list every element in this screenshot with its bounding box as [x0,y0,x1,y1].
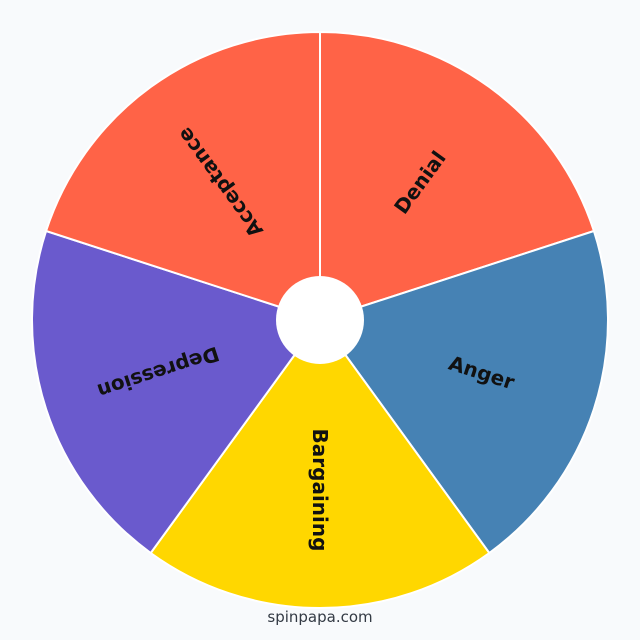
site-footer-text: spinpapa.com [267,608,373,626]
wheel-segment-denial[interactable] [319,30,596,322]
wheel-label-bargaining: Bargaining [308,429,332,552]
wheel-segment-anger[interactable] [318,229,609,555]
wheel-segments[interactable] [31,30,609,609]
wheel-segment-bargaining[interactable] [149,318,491,609]
wheel-segment-acceptance[interactable] [44,30,321,322]
wheel-segment-depression[interactable] [31,229,322,555]
wheel-hub[interactable] [276,276,364,364]
